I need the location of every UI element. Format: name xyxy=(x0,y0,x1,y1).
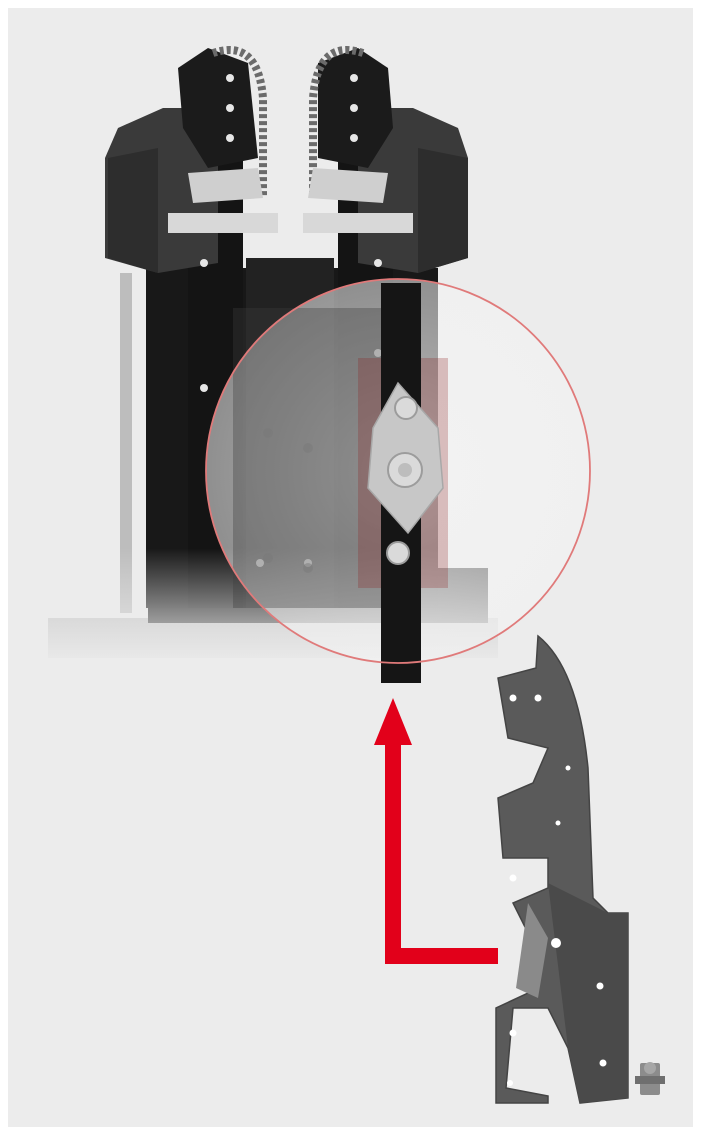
direction-arrow xyxy=(374,698,498,964)
lens-bolts xyxy=(263,428,313,573)
left-chain xyxy=(211,46,267,198)
part-holes xyxy=(507,694,607,1086)
linkage-bolt-center-cap xyxy=(398,463,412,477)
small-fitting xyxy=(635,1062,665,1095)
arrow-shaft xyxy=(385,743,498,964)
replacement-part xyxy=(495,634,665,1104)
bracket-lower-plate xyxy=(548,883,628,1103)
right-clamp-band xyxy=(303,213,413,233)
magnifier-outline xyxy=(205,278,591,664)
linkage-bolt-top xyxy=(394,396,418,420)
arrow-head xyxy=(374,698,412,745)
left-top-arm xyxy=(178,48,258,168)
detail-magnifier xyxy=(205,278,591,683)
product-illustration xyxy=(8,8,693,1127)
right-bracket xyxy=(308,168,388,203)
left-hood-side xyxy=(108,148,158,273)
lens-background-structure xyxy=(233,308,383,608)
linkage-bolt-bottom xyxy=(386,541,410,565)
left-clamp-band xyxy=(168,213,278,233)
illustration-canvas xyxy=(38,46,665,1104)
bracket-hinge xyxy=(516,903,548,998)
left-support-rod xyxy=(120,273,132,613)
right-chain xyxy=(309,46,365,198)
right-hood-side xyxy=(418,148,468,273)
left-bracket xyxy=(188,168,263,203)
